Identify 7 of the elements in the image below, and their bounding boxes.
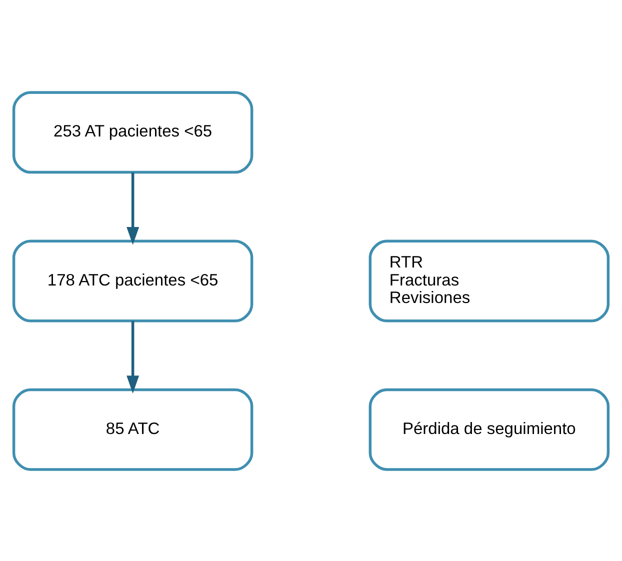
- node-box: 253 AT pacientes <65: [12, 90, 254, 174]
- node-box: Pérdida de seguimiento: [368, 388, 610, 470]
- arrow: [126, 172, 140, 244]
- node-box: 178 ATC pacientes <65: [12, 239, 254, 322]
- node-box: RTR Fracturas Revisiones: [368, 239, 610, 322]
- arrow: [126, 320, 140, 393]
- node-box: 85 ATC: [12, 388, 254, 470]
